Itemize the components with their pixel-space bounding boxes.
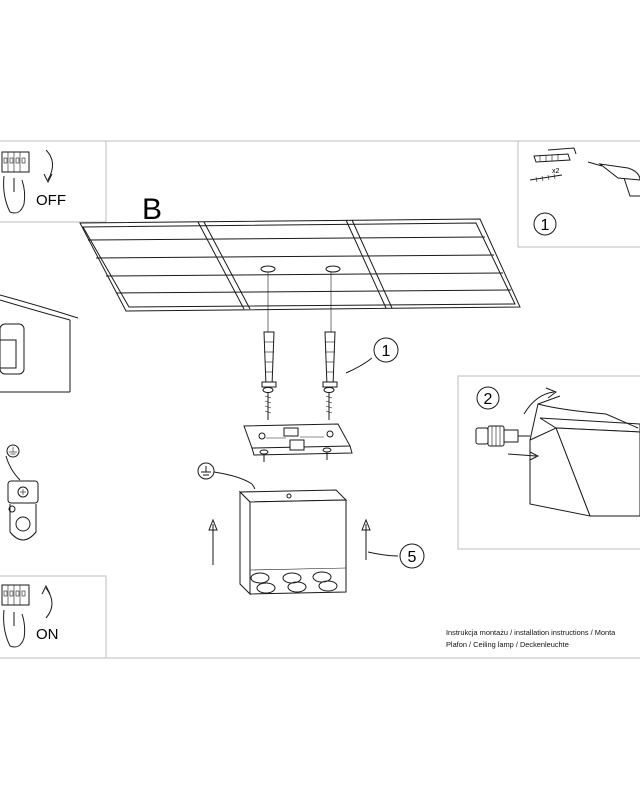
- switch-up-arrow-icon: [41, 584, 53, 619]
- wall-plug-left: [261, 331, 277, 388]
- power-off-label: OFF: [36, 192, 66, 209]
- step-1-number: 1: [382, 343, 391, 360]
- screw-left: [262, 387, 274, 420]
- step-1-callout: 1: [373, 337, 399, 363]
- ceiling-drill-holes: [260, 265, 341, 335]
- ceiling-profile-detail: [0, 294, 79, 393]
- step-2-number: 2: [484, 391, 493, 408]
- footer-instructions-title: Instrukcja montażu / installation instru…: [446, 628, 616, 637]
- hand-icon: [3, 175, 26, 214]
- power-on-panel: ON: [0, 575, 107, 659]
- screw-icon: [529, 173, 563, 183]
- bracket-screws: [259, 447, 332, 462]
- mounting-bracket: [243, 423, 353, 456]
- ceiling-lamp-body: [238, 489, 348, 596]
- circuit-breaker-icon: [1, 584, 30, 606]
- ceiling-panel-grid: [79, 218, 521, 312]
- step-5-callout: 5: [399, 543, 425, 569]
- terminal-block-icon: [7, 480, 39, 541]
- step-1-toolbox-number: 1: [541, 217, 550, 234]
- insert-arrow-icon: [507, 451, 540, 461]
- callout-leader-5: [367, 551, 399, 557]
- footer-product-type: Plafon / Ceiling lamp / Deckenleuchte: [446, 640, 569, 649]
- switch-down-arrow-icon: [43, 149, 53, 184]
- step-1-toolbox-badge: 1: [533, 212, 557, 236]
- ground-wire-detail: [5, 444, 21, 481]
- wall-plugs-icon: [533, 147, 577, 163]
- step-5-number: 5: [408, 549, 417, 566]
- hand-icon: [3, 609, 26, 648]
- quantity-label: x2: [552, 168, 560, 175]
- screw-right: [323, 387, 335, 420]
- wall-plug-right: [322, 331, 338, 388]
- lift-arrow-right-icon: [361, 518, 371, 560]
- lamp-light-openings: [250, 571, 338, 594]
- section-letter: B: [142, 193, 162, 226]
- circuit-breaker-icon: [1, 151, 30, 173]
- callout-leader-1: [345, 357, 373, 374]
- tools-panel: x2 1: [517, 140, 640, 248]
- step-2-badge: 2: [476, 386, 500, 410]
- cable-gland-icon: [475, 425, 530, 447]
- rotate-lid-arrow-icon: [523, 387, 558, 415]
- lift-arrow-left-icon: [208, 518, 218, 565]
- power-drill-icon: [587, 161, 640, 197]
- step-2-panel: 2: [457, 375, 640, 550]
- lamp-box-open-icon: [529, 395, 640, 517]
- ground-symbol-icon: [197, 462, 256, 489]
- power-on-label: ON: [36, 626, 59, 643]
- power-off-panel: OFF: [0, 140, 107, 223]
